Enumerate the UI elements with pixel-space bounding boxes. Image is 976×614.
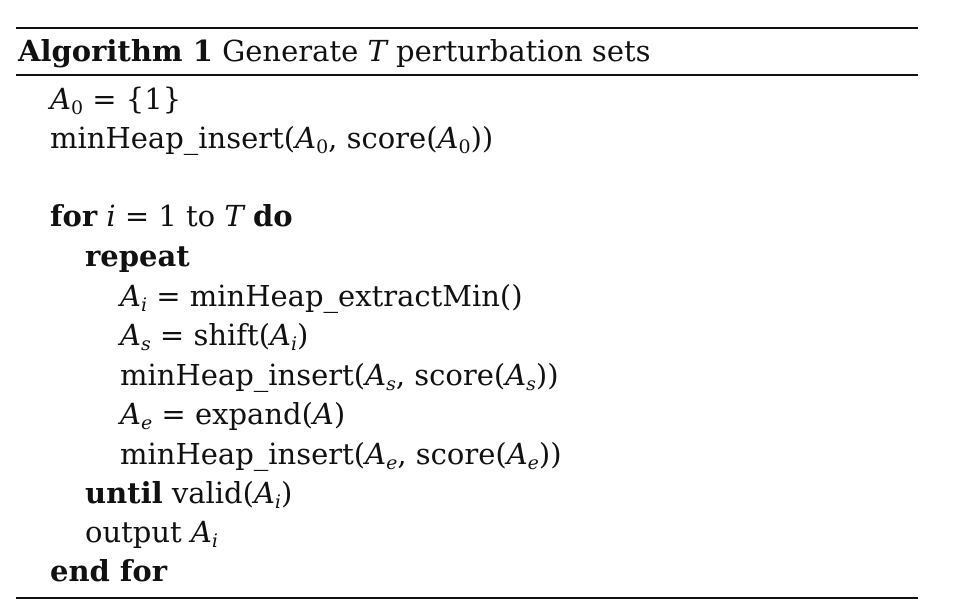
algorithm-line-9: minHeap_insert(Ae, score(Ae)) [120,437,562,474]
algorithm-line-3: for i = 1 to T do [50,199,293,233]
algorithm-line-12: end for [50,554,168,588]
caption-variable: T [367,34,387,68]
algorithm-line-7: minHeap_insert(As, score(As)) [120,358,559,395]
algorithm-caption: Algorithm 1 Generate T perturbation sets [18,31,651,71]
algorithm-line-1: A0 = {1} [50,82,182,119]
caption-text-before: Generate [222,34,359,68]
caption-rule [16,74,918,76]
algorithm-line-2: minHeap_insert(A0, score(A0)) [50,121,494,158]
algorithm-line-8: Ae = expand(A) [120,397,346,434]
algorithm-line-5: Ai = minHeap_extractMin() [120,279,523,316]
algorithm-label: Algorithm 1 [18,34,213,68]
algorithm-line-4: repeat [85,239,190,273]
bottom-rule [16,597,918,599]
algorithm-line-10: until valid(Ai) [85,476,293,513]
algorithm-line-11: output Ai [85,515,218,552]
caption-text-after: perturbation sets [396,34,651,68]
algorithm-line-6: As = shift(Ai) [120,318,309,355]
top-rule [16,27,918,29]
